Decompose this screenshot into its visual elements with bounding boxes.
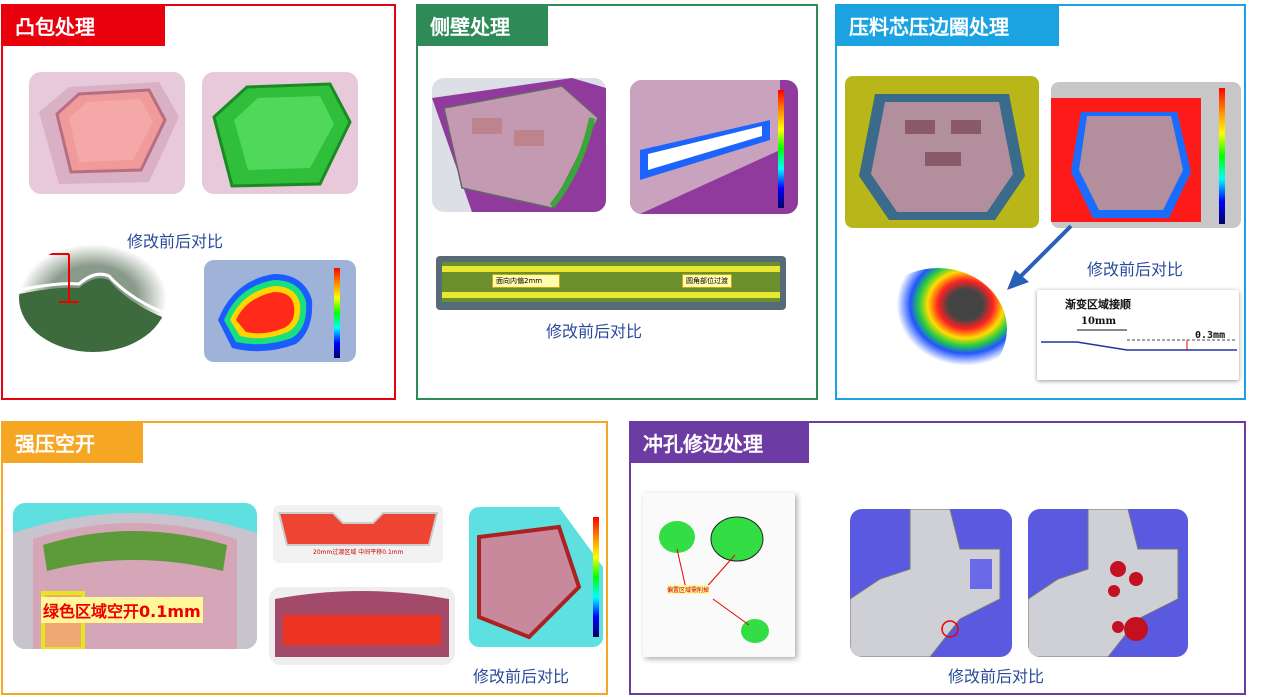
sidewall-color-scale — [778, 90, 784, 208]
panel-title: 冲孔修边处理 — [631, 423, 809, 463]
binder-zoom-image — [869, 268, 1007, 390]
boss-before-image — [29, 72, 185, 194]
clearance-label: 绿色区域空开0.1mm — [41, 597, 203, 623]
sidewall-before-image — [432, 78, 606, 212]
binder-color-scale — [1219, 88, 1225, 224]
binder-after-image — [1051, 82, 1241, 228]
binder-dim-2: 0.3mm — [1195, 330, 1226, 341]
clearance-side-image — [469, 507, 603, 647]
panel-title: 凸包处理 — [3, 6, 165, 46]
clearance-bottom-image — [269, 587, 455, 665]
trim-label: 偏置区域需削掉 — [667, 585, 710, 594]
clearance-note: 20mm过渡区域 中间平移0.1mm — [313, 549, 404, 556]
binder-inset-title: 渐变区域接顺 — [1065, 298, 1131, 311]
sidewall-callout-2: 圆角部位过渡 — [682, 274, 732, 288]
sidewall-after-image — [630, 80, 798, 214]
boss-after-image — [202, 72, 358, 194]
boss-heatmap-image — [204, 260, 356, 362]
boss-caption: 修改前后对比 — [127, 232, 224, 251]
binder-caption: 修改前后对比 — [1087, 260, 1184, 279]
trim-holes-image — [643, 493, 795, 657]
binder-before-image — [845, 76, 1039, 228]
panel-title: 压料芯压边圈处理 — [837, 6, 1059, 46]
sidewall-caption: 修改前后对比 — [546, 322, 643, 341]
panel-boss: 凸包处理 修改前后对比 — [1, 4, 396, 400]
panel-title: 侧壁处理 — [418, 6, 548, 46]
clearance-main-image — [13, 503, 257, 649]
panel-title: 强压空开 — [3, 423, 143, 463]
sidewall-callout-1: 面向内偏2mm — [492, 274, 560, 288]
trim-after-image — [1028, 509, 1188, 657]
panel-binder: 压料芯压边圈处理 修改前后对比 渐变区域接顺 10mm — [835, 4, 1246, 400]
binder-dim-1: 10mm — [1081, 316, 1117, 327]
trim-caption: 修改前后对比 — [948, 667, 1045, 686]
clearance-color-scale — [593, 517, 599, 637]
clearance-top-image — [273, 505, 443, 563]
trim-before-image — [850, 509, 1012, 657]
boss-color-scale — [334, 268, 340, 358]
binder-inset-panel — [1037, 290, 1239, 380]
panel-clearance: 强压空开 绿色区域空开0.1mm 20mm过渡区域 中间平移0.1mm 修改前后… — [1, 421, 608, 695]
clearance-caption: 修改前后对比 — [473, 667, 570, 686]
panel-trim: 冲孔修边处理 偏置区域需削掉 修改前后对比 — [629, 421, 1246, 695]
binder-arrow — [1007, 224, 1073, 290]
boss-section-image — [19, 244, 167, 352]
panel-sidewall: 侧壁处理 面向内偏2mm 圆角部位过渡 修改前后对比 — [416, 4, 818, 400]
sidewall-strip-image — [436, 256, 786, 310]
